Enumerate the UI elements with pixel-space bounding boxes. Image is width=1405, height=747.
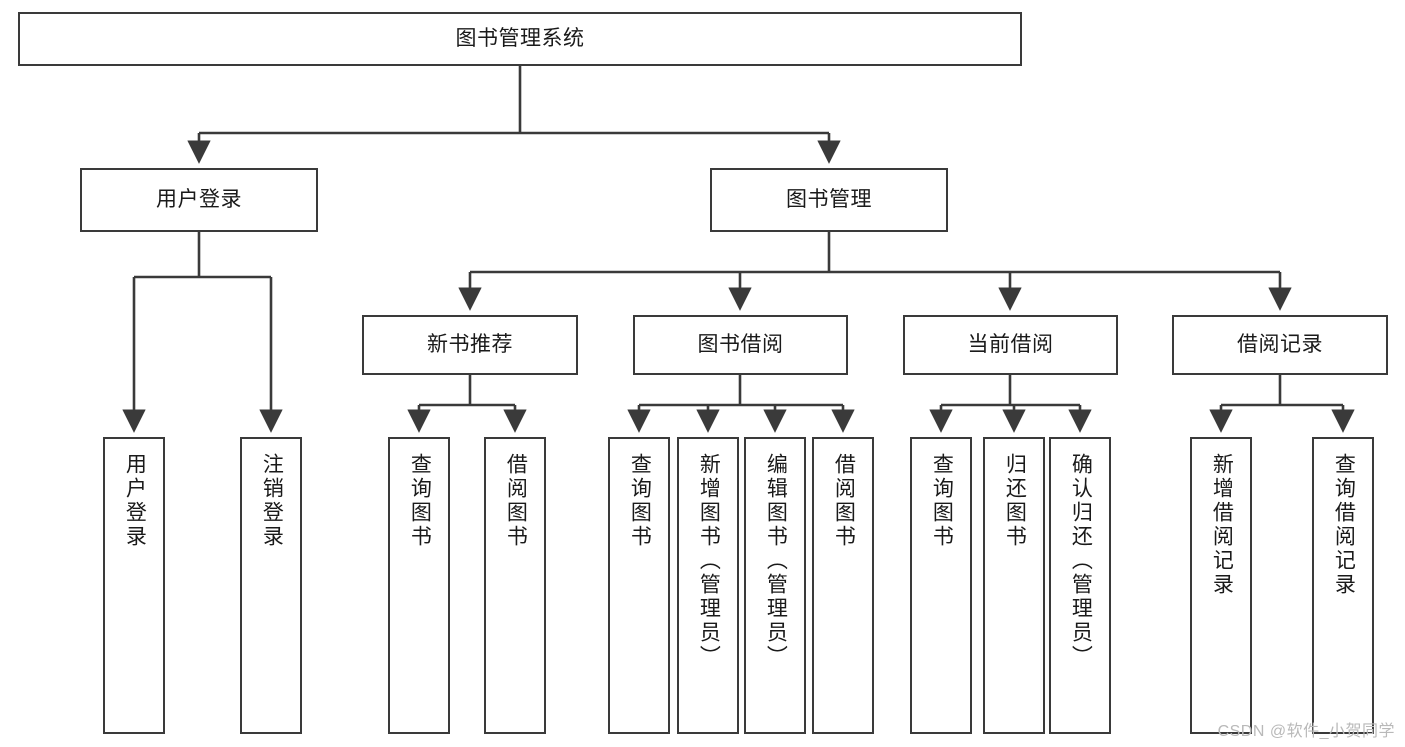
node-book-management-label: 图书管理 xyxy=(786,187,872,211)
node-leaf-borrow-book-2[interactable]: 借阅图书 xyxy=(812,437,874,734)
node-root[interactable]: 图书管理系统 xyxy=(18,12,1022,66)
node-new-book-recommend[interactable]: 新书推荐 xyxy=(362,315,578,375)
node-root-label: 图书管理系统 xyxy=(455,26,585,50)
node-user-login[interactable]: 用户登录 xyxy=(80,168,318,232)
node-leaf-query-book-2[interactable]: 查询图书 xyxy=(608,437,670,734)
node-leaf-return-book-label: 归还图书 xyxy=(1003,453,1027,549)
node-leaf-query-borrow-record[interactable]: 查询借阅记录 xyxy=(1312,437,1374,734)
node-leaf-confirm-return-admin[interactable]: 确认归还（管理员） xyxy=(1049,437,1111,734)
node-leaf-add-borrow-record[interactable]: 新增借阅记录 xyxy=(1190,437,1252,734)
node-book-management[interactable]: 图书管理 xyxy=(710,168,948,232)
node-leaf-user-login[interactable]: 用户登录 xyxy=(103,437,165,734)
csdn-watermark: CSDN @软件_小贺同学 xyxy=(1217,723,1395,740)
node-leaf-edit-book-admin[interactable]: 编辑图书（管理员） xyxy=(744,437,806,734)
node-leaf-query-book-3[interactable]: 查询图书 xyxy=(910,437,972,734)
node-book-borrow-label: 图书借阅 xyxy=(697,332,784,356)
node-leaf-query-book-2-label: 查询图书 xyxy=(628,453,652,549)
node-leaf-add-book-admin[interactable]: 新增图书（管理员） xyxy=(677,437,739,734)
node-leaf-query-book-1-label: 查询图书 xyxy=(408,453,432,549)
node-leaf-user-login-label: 用户登录 xyxy=(123,453,147,549)
node-leaf-query-book-3-label: 查询图书 xyxy=(930,453,954,549)
node-leaf-confirm-return-admin-label: 确认归还（管理员） xyxy=(1069,453,1093,669)
node-user-login-label: 用户登录 xyxy=(156,187,242,211)
node-leaf-add-book-admin-label: 新增图书（管理员） xyxy=(697,453,721,669)
node-current-borrow-label: 当前借阅 xyxy=(967,332,1054,356)
node-borrow-record-label: 借阅记录 xyxy=(1237,332,1323,356)
node-leaf-logout-login[interactable]: 注销登录 xyxy=(240,437,302,734)
node-book-borrow[interactable]: 图书借阅 xyxy=(633,315,848,375)
node-new-book-recommend-label: 新书推荐 xyxy=(427,332,513,356)
node-leaf-borrow-book-2-label: 借阅图书 xyxy=(832,453,856,549)
node-current-borrow[interactable]: 当前借阅 xyxy=(903,315,1118,375)
node-borrow-record[interactable]: 借阅记录 xyxy=(1172,315,1388,375)
node-leaf-return-book[interactable]: 归还图书 xyxy=(983,437,1045,734)
node-leaf-edit-book-admin-label: 编辑图书（管理员） xyxy=(764,453,788,669)
node-leaf-logout-login-label: 注销登录 xyxy=(260,453,284,549)
node-leaf-borrow-book-1[interactable]: 借阅图书 xyxy=(484,437,546,734)
node-leaf-add-borrow-record-label: 新增借阅记录 xyxy=(1210,453,1234,597)
node-leaf-query-book-1[interactable]: 查询图书 xyxy=(388,437,450,734)
node-leaf-borrow-book-1-label: 借阅图书 xyxy=(504,453,528,549)
node-leaf-query-borrow-record-label: 查询借阅记录 xyxy=(1332,453,1356,597)
